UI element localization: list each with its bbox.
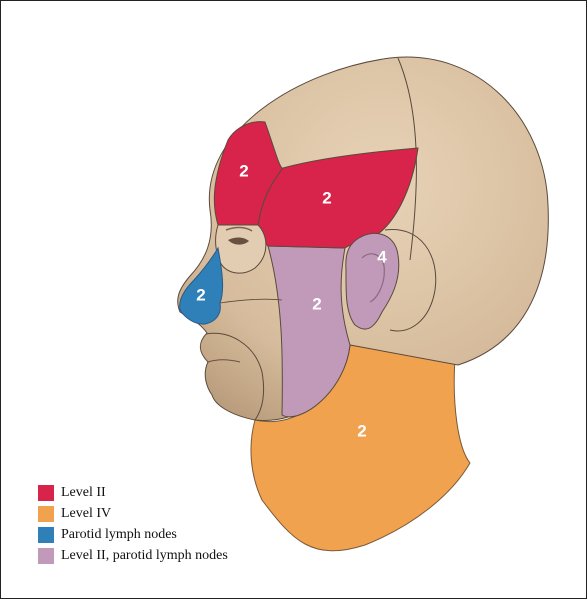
legend-swatch xyxy=(38,548,54,564)
ear-label: 4 xyxy=(377,247,387,266)
legend: Level II Level IV Parotid lymph nodes Le… xyxy=(38,482,228,566)
legend-label: Level II, parotid lymph nodes xyxy=(61,548,228,564)
legend-item-level-ii-parotid: Level II, parotid lymph nodes xyxy=(38,545,228,566)
legend-label: Level IV xyxy=(61,506,111,522)
legend-item-parotid: Parotid lymph nodes xyxy=(38,524,228,545)
legend-swatch xyxy=(38,485,54,501)
neck-label: 2 xyxy=(357,421,366,440)
nose-label: 2 xyxy=(196,285,205,304)
legend-swatch xyxy=(38,527,54,543)
legend-item-level-iv: Level IV xyxy=(38,503,228,524)
legend-swatch xyxy=(38,506,54,522)
legend-item-level-ii: Level II xyxy=(38,482,228,503)
forehead-label: 2 xyxy=(239,161,248,180)
legend-label: Parotid lymph nodes xyxy=(61,527,177,543)
cheek-label: 2 xyxy=(312,294,321,313)
legend-label: Level II xyxy=(61,485,106,501)
temple-label: 2 xyxy=(322,188,331,207)
